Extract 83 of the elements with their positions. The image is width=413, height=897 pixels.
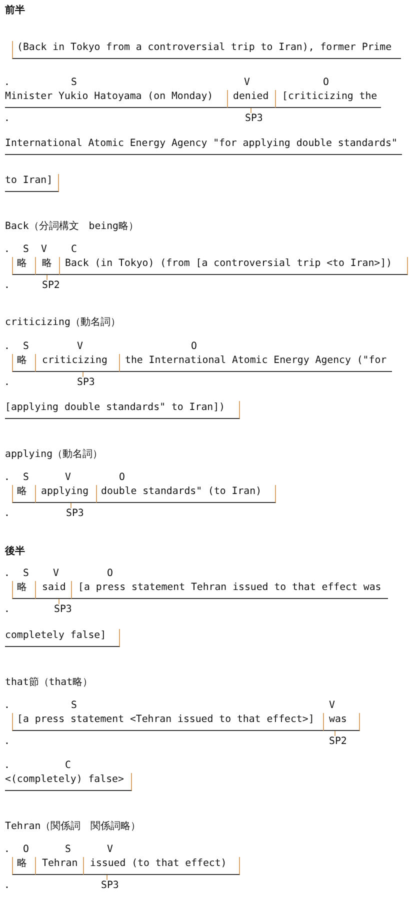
phrase-cell: 略 [12,257,35,275]
role-label: O [323,77,329,89]
role-label: S [65,844,71,856]
dot: . [4,341,10,353]
dot: . [4,113,10,125]
leader-line [58,598,60,604]
dot: . [4,736,10,748]
role-label: S [23,244,29,256]
role-label: O [191,341,197,353]
section-heading: 前半 [5,4,25,18]
leader-line [46,274,48,280]
role-label: C [65,760,71,772]
role-label: O [107,568,113,580]
dot: . [4,244,10,256]
role-label: C [71,244,77,256]
role-label: S [23,568,29,580]
phrase-cell: applying [35,485,96,503]
section-heading: 後半 [5,545,25,559]
phrase-cell: to Iran] [5,174,59,192]
phrase-cell: 略 [12,354,35,372]
section-heading: Tehran（関係詞 関係詞略） [5,820,141,834]
phrase-cell: 略 [12,581,35,599]
phrase-cell: Back (in Tokyo) (from [a controversial trip <to Iran>]) [59,257,408,275]
pattern-label: SP2 [329,736,347,748]
role-label: V [53,568,59,580]
pattern-label: SP3 [77,377,95,389]
dot: . [4,700,10,712]
phrase-cell: 略 [12,857,35,875]
dot: . [4,508,10,520]
phrase-cell: the International Atomic Energy Agency ("for [119,354,392,372]
dot: . [4,844,10,856]
dot: . [4,77,10,89]
role-label: S [71,77,77,89]
section-heading: that節（that略） [5,676,93,690]
phrase-cell: 略 [35,257,59,275]
phrase-cell: issued (to that effect) [83,857,240,875]
leader-line [70,502,72,508]
phrase-cell: criticizing [35,354,119,372]
role-label: V [107,844,113,856]
dot: . [4,472,10,484]
leader-line [82,372,84,378]
leader-line [106,874,108,880]
phrase-cell: International Atomic Energy Agency "for applying double standards" [5,137,402,155]
phrase-cell: [applying double standards" to Iran]) [5,401,240,419]
role-label: V [65,472,71,484]
phrase-cell: [criticizing the [275,90,381,108]
phrase-cell: completely false] [5,629,120,647]
phrase-cell: (Back in Tokyo from a controversial trip to Iran), former Prime [12,41,401,59]
phrase-cell: double standards" (to Iran) [96,485,276,503]
role-label: V [329,700,335,712]
role-label: S [23,472,29,484]
role-label: S [71,700,77,712]
dot: . [4,568,10,580]
phrase-cell: denied [227,90,275,108]
role-label: S [23,341,29,353]
pattern-label: SP3 [54,604,72,616]
phrase-cell: 略 [12,485,35,503]
leader-line [250,108,252,114]
dot: . [4,280,10,292]
phrase-cell: was [323,713,360,731]
dot: . [4,760,10,772]
role-label: O [119,472,125,484]
role-label: O [23,844,29,856]
pattern-label: SP2 [42,280,60,292]
dot: . [4,377,10,389]
role-label: V [77,341,83,353]
pattern-label: SP3 [66,508,84,520]
phrase-cell: [a press statement <Tehran issued to that effect>] [12,713,323,731]
leader-line [334,730,336,736]
pattern-label: SP3 [101,880,119,892]
pattern-label: SP3 [245,113,263,125]
section-heading: applying（動名詞） [5,448,103,462]
phrase-cell: said [35,581,71,599]
section-heading: Back（分詞構文 being略） [5,220,139,234]
dot: . [4,604,10,616]
phrase-cell: [a press statement Tehran issued to that effect was [71,581,388,599]
phrase-cell: Minister Yukio Hatoyama (on Monday) [5,90,227,108]
role-label: V [244,77,250,89]
phrase-cell: Tehran [35,857,83,875]
section-heading: criticizing（動名詞） [5,316,120,330]
dot: . [4,880,10,892]
phrase-cell: <(completely) false> [5,773,132,791]
role-label: V [41,244,47,256]
